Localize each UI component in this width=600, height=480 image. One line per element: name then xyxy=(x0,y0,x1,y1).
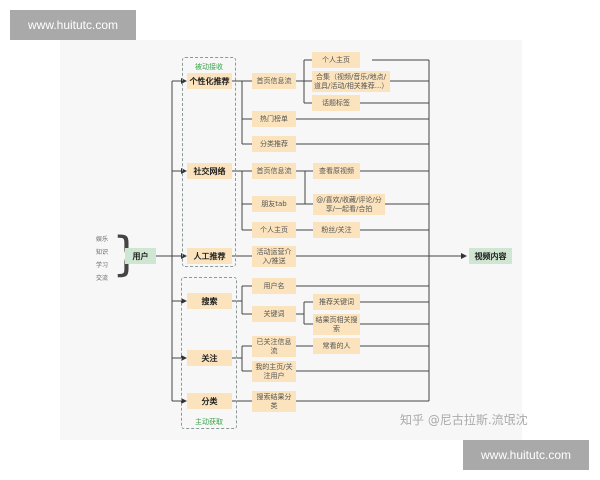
node-collection: 合集（视频/音乐/地点/道具/活动/相关推荐...） xyxy=(312,71,390,92)
node-category-rec: 分类推荐 xyxy=(252,136,296,152)
node-fans-follow: 粉丝/关注 xyxy=(313,222,360,238)
node-topic-tag: 话题标签 xyxy=(312,95,360,111)
node-frequent-people: 常看的人 xyxy=(313,338,360,354)
author-credit: 知乎 @尼古拉斯.流氓沈 xyxy=(400,413,528,427)
node-search-category: 搜索结果分类 xyxy=(252,391,296,412)
node-hot-list: 热门榜单 xyxy=(252,111,296,127)
node-category: 分类 xyxy=(187,393,232,409)
user-node: 用户 xyxy=(125,248,156,264)
passive-group xyxy=(182,57,236,267)
node-followed-feed: 已关注信息流 xyxy=(252,336,296,357)
node-related-search: 结果页相关搜索 xyxy=(313,314,360,335)
node-profile-page: 个人主页 xyxy=(252,222,296,238)
active-group xyxy=(181,277,237,429)
node-keyword: 关键词 xyxy=(252,306,296,322)
passive-group-label: 被动接收 xyxy=(195,63,223,71)
node-rec-keywords: 推荐关键词 xyxy=(313,294,360,310)
node-username: 用户名 xyxy=(252,278,296,294)
node-home-feed-1: 首页信息流 xyxy=(252,73,296,89)
node-search: 搜索 xyxy=(187,293,232,309)
watermark-top: www.huitutc.com xyxy=(10,10,136,40)
node-interactions: @/喜欢/收藏/评论/分享/一起看/合拍 xyxy=(313,194,385,215)
node-personal-home: 个人主页 xyxy=(312,52,360,68)
video-content-node: 视频内容 xyxy=(469,248,512,264)
interest-entertainment: 娱乐 xyxy=(96,236,109,243)
node-friends-tab: 朋友tab xyxy=(252,196,296,212)
node-view-original: 查看原视频 xyxy=(313,163,360,179)
watermark-bottom: www.huitutc.com xyxy=(463,440,589,470)
active-group-label: 主动获取 xyxy=(195,418,223,426)
node-personalized: 个性化推荐 xyxy=(187,73,232,89)
node-ops-push: 活动运营介入/推送 xyxy=(252,246,296,267)
node-social: 社交网络 xyxy=(187,163,232,179)
node-manual: 人工推荐 xyxy=(187,248,232,264)
interest-communication: 交流 xyxy=(96,275,109,282)
interest-knowledge: 知识 xyxy=(96,249,109,256)
node-follow: 关注 xyxy=(187,350,232,366)
interest-learning: 学习 xyxy=(96,262,109,269)
node-my-profile: 我的主页/关注用户 xyxy=(252,361,296,382)
node-home-feed-2: 首页信息流 xyxy=(252,163,296,179)
